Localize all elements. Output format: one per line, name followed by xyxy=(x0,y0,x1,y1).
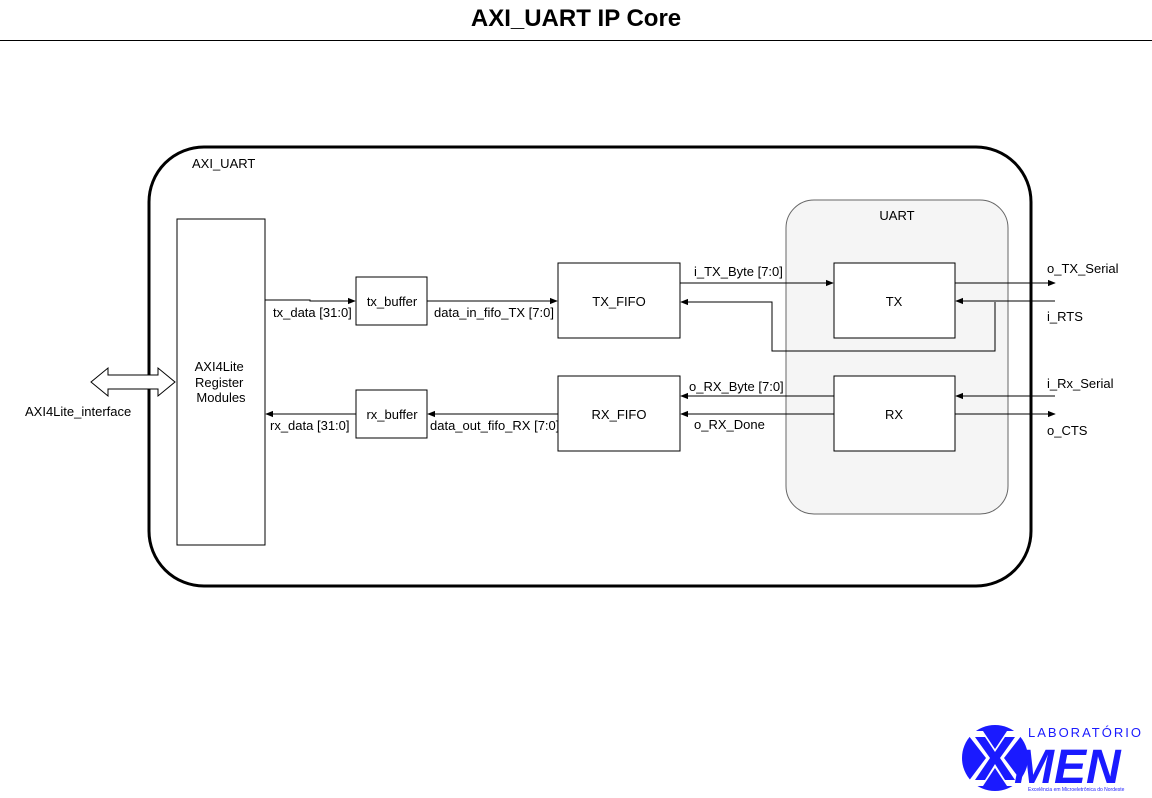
i-rx-serial-label: i_Rx_Serial xyxy=(1047,376,1114,391)
logo-lab-text: LABORATÓRIO xyxy=(1028,725,1143,740)
axi-interface-label: AXI4Lite_interface xyxy=(25,404,131,419)
tx-fifo-block xyxy=(557,262,681,339)
title-divider xyxy=(0,40,1152,41)
uart-group-label: UART xyxy=(879,208,914,223)
axi-register-modules-label: AXI4Lite Register Modules xyxy=(195,359,248,405)
rx-label: RX xyxy=(885,407,903,422)
page-title: AXI_UART IP Core xyxy=(470,5,682,32)
axi-register-modules-line-3: Modules xyxy=(196,390,246,405)
rx-block xyxy=(833,375,956,452)
axi-register-modules-line-2: Register xyxy=(195,375,244,390)
tx-block xyxy=(833,262,956,339)
axi-register-modules-block xyxy=(176,218,266,546)
logo-emblem-x xyxy=(975,737,1015,780)
rx-fifo-block xyxy=(557,375,681,452)
i-tx-byte-label: i_TX_Byte [7:0] xyxy=(694,264,783,279)
rx-buffer-label: rx_buffer xyxy=(366,407,418,422)
lab-men-logo: LABORATÓRIO MEN Excelência em Microeletr… xyxy=(962,725,1143,794)
tx-done-feedback-arrow xyxy=(680,298,996,352)
i-rts-label: i_RTS xyxy=(1047,309,1083,324)
rx-data-label: rx_data [31:0] xyxy=(270,418,350,433)
axi-uart-container-label: AXI_UART xyxy=(192,156,255,171)
tx-buffer-label: tx_buffer xyxy=(367,294,418,309)
data-out-fifo-rx-label: data_out_fifo_RX [7:0] xyxy=(430,418,559,433)
o-cts-label: o_CTS xyxy=(1047,423,1088,438)
axi-interface-double-arrow xyxy=(90,366,176,398)
logo-tagline: Excelência em Microeletrônica do Nordest… xyxy=(1028,787,1125,793)
logo-brand: MEN xyxy=(1014,741,1122,794)
o-rx-byte-label: o_RX_Byte [7:0] xyxy=(689,379,784,394)
tx-buffer-block xyxy=(355,276,428,326)
rx-fifo-label: RX_FIFO xyxy=(592,407,647,422)
tx-fifo-label: TX_FIFO xyxy=(592,294,645,309)
tx-data-label: tx_data [31:0] xyxy=(273,305,352,320)
o-tx-serial-label: o_TX_Serial xyxy=(1047,261,1119,276)
data-in-fifo-tx-label: data_in_fifo_TX [7:0] xyxy=(434,305,554,320)
o-rx-done-label: o_RX_Done xyxy=(694,417,765,432)
axi-register-modules-line-1: AXI4Lite xyxy=(195,359,244,374)
uart-group xyxy=(785,199,1009,515)
tx-data-arrow xyxy=(265,297,356,305)
tx-label: TX xyxy=(886,294,903,309)
